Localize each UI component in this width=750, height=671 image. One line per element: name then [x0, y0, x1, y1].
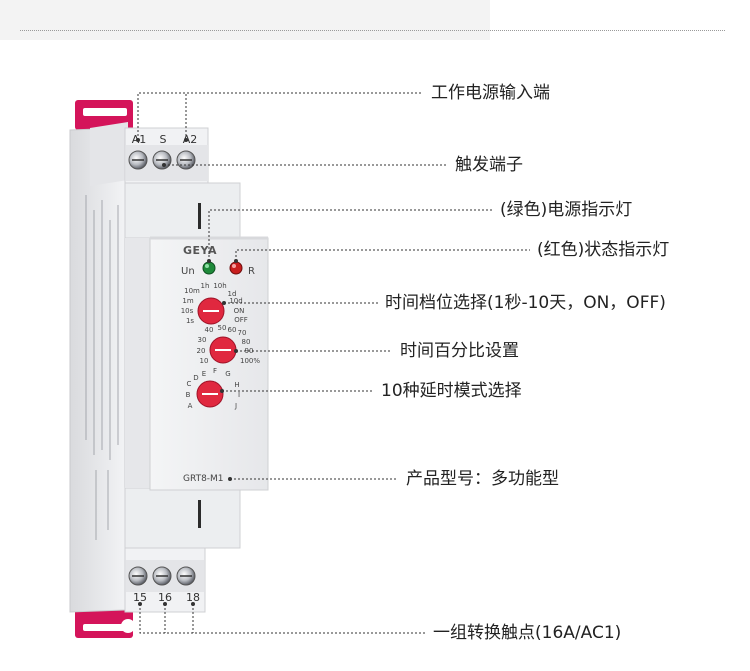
time-range-knob[interactable]: [197, 297, 225, 325]
front-panel: [149, 236, 269, 491]
housing-mid: [124, 182, 241, 549]
callout-time-percent: 时间百分比设置: [400, 341, 519, 361]
leader-line-green-led: [208, 209, 494, 261]
terminal-screw-16: [152, 566, 172, 586]
mode-tick-j: J: [234, 402, 237, 410]
pct-tick-80: 80: [242, 338, 251, 346]
range-tick-1m: 1m: [182, 297, 193, 305]
terminal-label-15: 15: [133, 591, 147, 604]
pct-tick-50: 50: [218, 324, 227, 332]
range-tick-10m: 10m: [184, 287, 200, 295]
mode-tick-f: F: [213, 367, 217, 375]
mode-tick-a: A: [188, 402, 193, 410]
callout-contact: 一组转换触点(16A/AC1): [433, 623, 622, 643]
terminal-screw-a2: [176, 150, 196, 170]
pct-tick-30: 30: [198, 336, 207, 344]
top-header-strip: [0, 0, 490, 40]
range-tick-on: ON: [234, 307, 245, 315]
terminal-screw-s: [152, 150, 172, 170]
leader-line-power-input: [137, 92, 422, 140]
callout-time-range: 时间档位选择(1秒-10天，ON，OFF): [385, 293, 666, 313]
callout-red-led: (红色)状态指示灯: [537, 240, 670, 260]
range-tick-1d: 1d: [228, 290, 237, 298]
mode-tick-b: B: [186, 391, 191, 399]
mode-tick-h: H: [234, 381, 239, 389]
housing-side: [69, 122, 128, 613]
range-tick-off: OFF: [234, 316, 248, 324]
terminal-label-18: 18: [186, 591, 200, 604]
terminal-label-16: 16: [158, 591, 172, 604]
callout-power-input: 工作电源输入端: [431, 83, 550, 103]
pct-tick-60: 60: [228, 326, 237, 334]
terminal-label-s: S: [160, 133, 167, 146]
range-tick-1s: 1s: [186, 317, 194, 325]
terminal-label-a2: A2: [183, 133, 198, 146]
led-label-un: Un: [181, 266, 195, 277]
din-clip-bottom: [75, 606, 135, 638]
terminal-screw-15: [128, 566, 148, 586]
callout-trigger-terminal: 触发端子: [455, 155, 523, 175]
terminal-screw-18: [176, 566, 196, 586]
mode-tick-g: G: [225, 370, 230, 378]
model-label: GRT8-M1: [183, 474, 224, 484]
terminal-screw-a1: [128, 150, 148, 170]
pct-tick-20: 20: [197, 347, 206, 355]
din-clip-top: [75, 100, 133, 130]
pct-tick-10: 10: [200, 357, 209, 365]
mode-tick-e: E: [202, 370, 206, 378]
pct-tick-70: 70: [238, 329, 247, 337]
callout-delay-modes: 10种延时模式选择: [381, 381, 522, 401]
mode-tick-i: I: [238, 391, 240, 399]
mode-tick-c: C: [187, 380, 192, 388]
callout-model: 产品型号：多功能型: [406, 469, 559, 489]
leader-line-red-led: [235, 249, 530, 261]
range-tick-10h: 10h: [213, 282, 226, 290]
pct-tick-40: 40: [205, 326, 214, 334]
callout-green-led: (绿色)电源指示灯: [500, 200, 633, 220]
mode-tick-d: D: [193, 374, 198, 382]
red-led-icon: [229, 261, 243, 275]
green-led-icon: [202, 261, 216, 275]
range-tick-10d: 10d: [229, 297, 242, 305]
range-tick-10s: 10s: [181, 307, 194, 315]
delay-mode-knob[interactable]: [196, 380, 224, 408]
pct-tick-100: 100%: [240, 357, 260, 365]
brand-logo: GEYA: [183, 244, 217, 257]
top-divider: [20, 30, 725, 31]
leader-line-contact: [139, 604, 426, 634]
led-label-r: R: [248, 266, 255, 277]
range-tick-1h: 1h: [201, 282, 210, 290]
time-percent-knob[interactable]: [209, 336, 237, 364]
